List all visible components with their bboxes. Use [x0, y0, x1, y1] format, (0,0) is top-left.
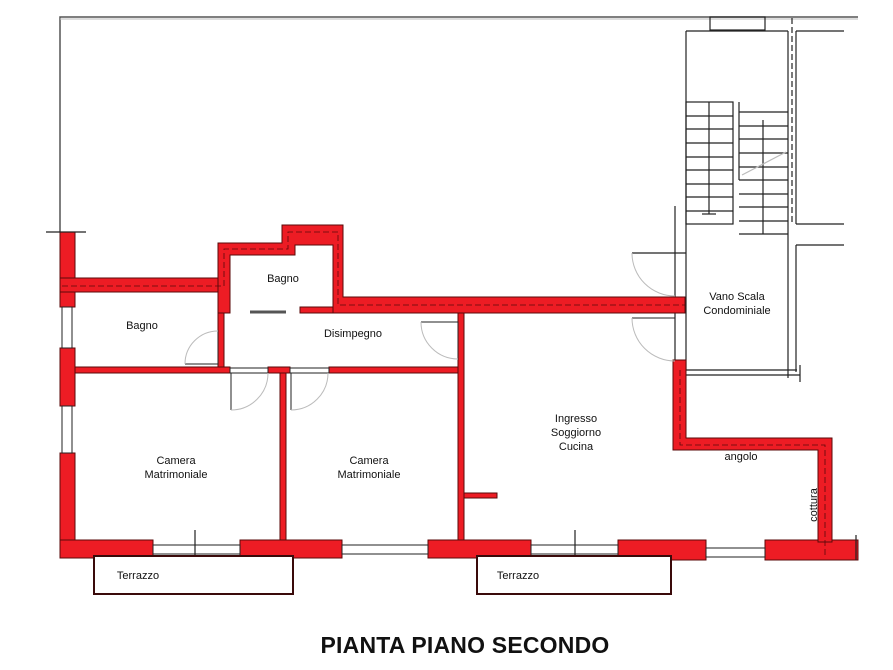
room-name: Bagno	[267, 273, 299, 285]
room-name-line: Ingresso	[554, 413, 598, 425]
doors	[185, 310, 675, 410]
building-outline	[59, 16, 858, 232]
room-name: cottura	[808, 488, 820, 522]
room-name-line: Matrimoniale	[144, 469, 208, 481]
room-label-terrazzo-2: Terrazzo	[497, 569, 539, 583]
room-label-camera-1: Camera Matrimoniale	[145, 454, 208, 482]
room-name-line: Condominiale	[703, 305, 771, 317]
room-label-disimpegno: Disimpegno	[324, 327, 382, 341]
windows	[61, 306, 766, 558]
room-label-bagno-2: Bagno	[267, 272, 299, 286]
room-name-line: Camera	[349, 455, 389, 467]
room-name: angolo	[724, 451, 758, 463]
room-name-line: Soggiorno	[550, 427, 602, 439]
room-name-line: Matrimoniale	[337, 469, 401, 481]
room-label-bagno-1: Bagno	[126, 319, 158, 333]
walls	[59, 224, 859, 561]
room-name-line: Vano Scala	[709, 291, 765, 303]
room-label-angolo: angolo	[724, 450, 757, 464]
room-name-line: Cucina	[558, 441, 594, 453]
plan-title: PIANTA PIANO SECONDO	[320, 632, 610, 658]
room-label-camera-2: Camera Matrimoniale	[338, 454, 401, 482]
room-label-terrazzo-1: Terrazzo	[117, 569, 159, 583]
room-name: Bagno	[126, 320, 158, 332]
wall-centerlines	[62, 231, 826, 556]
room-name: Terrazzo	[496, 570, 540, 582]
door-arcs	[184, 252, 676, 411]
room-label-soggiorno: Ingresso Soggiorno Cucina	[551, 412, 601, 454]
room-name: Terrazzo	[116, 570, 160, 582]
stair-core	[632, 16, 844, 382]
room-label-cottura: cottura	[807, 488, 821, 522]
terraces	[93, 555, 672, 595]
room-label-vano-scala: Vano Scala Condominiale	[703, 290, 770, 318]
room-name: Disimpegno	[323, 328, 383, 340]
room-name-line: Camera	[156, 455, 196, 467]
